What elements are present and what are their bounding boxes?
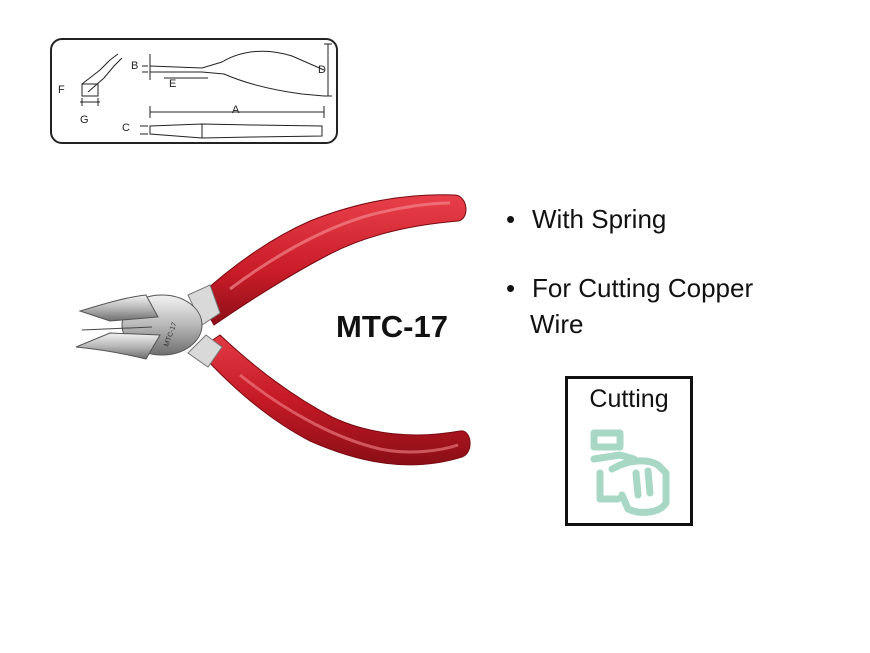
dimension-drawing xyxy=(80,43,332,139)
dim-label-d: D xyxy=(318,64,326,76)
feature-text-continuation: Wire xyxy=(530,309,584,339)
dim-label-b: B xyxy=(131,60,139,72)
dim-label-g: G xyxy=(80,114,89,126)
category-label: Cutting xyxy=(589,385,669,413)
dim-label-c: C xyxy=(122,122,130,134)
category-box: Cutting xyxy=(565,376,693,526)
dimension-diagram: F G B E A D C xyxy=(50,38,338,144)
pliers-photo: MTC-17 xyxy=(75,194,471,466)
feature-item-spring: • With Spring xyxy=(506,201,666,237)
bullet-marker: • xyxy=(506,204,516,234)
bullet-marker: • xyxy=(506,273,516,303)
feature-text: With Spring xyxy=(532,204,667,234)
feature-text: For Cutting Copper xyxy=(532,273,754,303)
feature-item-copper: • For Cutting Copper xyxy=(506,270,753,306)
model-number: MTC-17 xyxy=(336,309,448,344)
dim-label-a: A xyxy=(232,104,240,116)
dim-label-f: F xyxy=(58,84,65,96)
hand-cutting-icon xyxy=(590,429,670,516)
dim-label-e: E xyxy=(169,78,177,90)
